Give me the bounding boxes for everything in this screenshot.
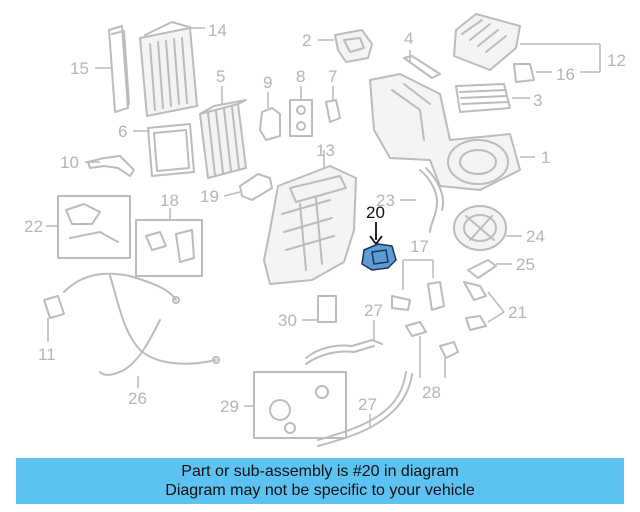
part-20-highlighted: [361, 222, 397, 271]
callout-17: 17: [410, 237, 429, 256]
part-25: [467, 259, 512, 279]
part-26: [63, 272, 220, 388]
callout-24: 24: [526, 227, 545, 246]
part-11: [43, 295, 65, 342]
part-17: [391, 259, 445, 311]
part-14: [139, 21, 205, 117]
callout-28: 28: [422, 383, 441, 402]
callout-15: 15: [70, 59, 89, 78]
part-2: [318, 29, 373, 63]
part-12: [453, 13, 601, 72]
callout-23: 23: [376, 191, 395, 210]
part-15: [95, 25, 130, 113]
part-5: [199, 86, 247, 179]
part-4: [403, 50, 441, 79]
callout-13: 13: [316, 141, 335, 160]
callout-18: 18: [160, 191, 179, 210]
banner-line-2: Diagram may not be specific to your vehi…: [165, 482, 475, 499]
part-7: [325, 86, 341, 123]
parts-diagram: 2 4 12 16 3 1 14 15 5 9 8 7 6 10 13 19 1…: [24, 13, 626, 447]
callout-11: 11: [38, 345, 56, 364]
callout-2: 2: [302, 31, 311, 50]
part-6: [133, 123, 195, 177]
part-3: [455, 83, 530, 113]
callout-7: 7: [328, 67, 337, 86]
part-13: [263, 150, 357, 285]
part-23: [400, 167, 444, 233]
banner-line-1: Part or sub-assembly is #20 in diagram: [181, 463, 459, 480]
callout-1: 1: [541, 148, 550, 167]
callout-19: 19: [200, 187, 219, 206]
callout-10: 10: [60, 153, 79, 172]
info-banner: Part or sub-assembly is #20 in diagram D…: [16, 458, 624, 504]
part-18: [135, 208, 203, 277]
callout-6: 6: [118, 122, 127, 141]
part-8: [289, 86, 313, 137]
part-28: [405, 321, 459, 378]
callout-21: 21: [508, 303, 527, 322]
part-10: [85, 155, 135, 177]
callout-4: 4: [404, 29, 413, 48]
callout-12: 12: [607, 51, 626, 70]
callout-20: 20: [366, 203, 385, 222]
callout-29: 29: [220, 397, 239, 416]
part-9: [259, 92, 281, 141]
callout-27-upper: 27: [364, 301, 383, 320]
callout-27-lower: 27: [358, 395, 377, 414]
callout-22: 22: [24, 217, 43, 236]
callout-26: 26: [128, 389, 147, 408]
callout-8: 8: [296, 67, 305, 86]
callout-14: 14: [208, 21, 227, 40]
part-22: [46, 195, 131, 259]
part-16: [513, 63, 600, 83]
callout-3: 3: [533, 91, 542, 110]
callout-25: 25: [516, 255, 535, 274]
part-21: [463, 281, 505, 331]
part-30: [302, 295, 337, 323]
callout-5: 5: [216, 67, 225, 86]
part-1: [369, 73, 535, 191]
part-27-upper: [305, 320, 383, 365]
part-29: [244, 371, 347, 439]
callout-30: 30: [278, 311, 297, 330]
part-27-lower: [317, 371, 413, 447]
callout-9: 9: [263, 73, 272, 92]
part-19: [223, 173, 273, 201]
callout-16: 16: [556, 65, 575, 84]
part-24: [453, 205, 522, 251]
